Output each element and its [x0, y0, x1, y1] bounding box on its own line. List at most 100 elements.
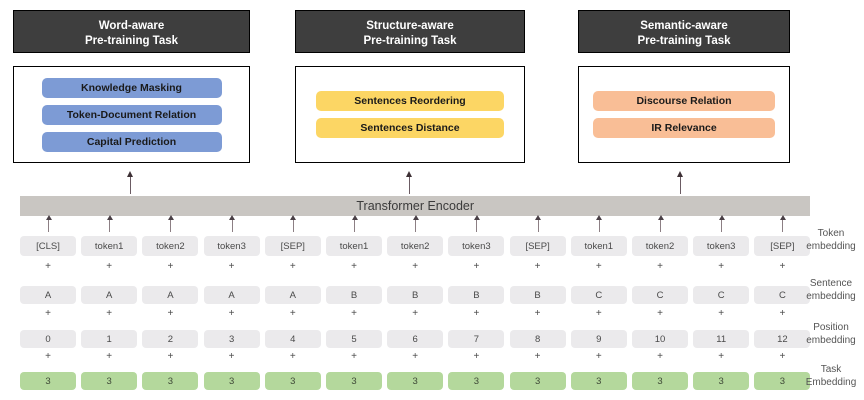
token-embedding-cell-3: token2	[142, 236, 199, 256]
token-to-encoder-arrow-12	[718, 215, 725, 232]
plus-sign-row2-col2: +	[106, 308, 113, 319]
token-embedding-cell-11: token2	[632, 236, 688, 256]
plus-sign-row2-col8: +	[473, 308, 480, 319]
task-embedding-cell-12: 3	[693, 372, 750, 390]
token-embedding-cell-9: [SEP]	[509, 236, 566, 256]
position-embedding-cell-9: 8	[509, 330, 566, 348]
task-embedding-cell-4: 3	[203, 372, 260, 390]
plus-sign-row1-col3: +	[167, 261, 174, 272]
plus-sign-row2-col13: +	[779, 308, 786, 319]
position-embedding-cell-7: 6	[387, 330, 444, 348]
sentence-embedding-label-line2: embedding	[806, 291, 856, 302]
token-embedding-cell-13: [SEP]	[754, 236, 811, 256]
position-embedding-cell-12: 11	[693, 330, 750, 348]
task-embedding-cell-8: 3	[448, 372, 505, 390]
plus-sign-row3-col3: +	[167, 351, 174, 362]
sentence-embedding-cell-6: B	[326, 286, 382, 304]
task-embedding-cell-1: 3	[20, 372, 76, 390]
plus-sign-row2-col6: +	[351, 308, 357, 319]
token-to-encoder-arrow-8	[473, 215, 480, 232]
plus-sign-row2-col11: +	[657, 308, 663, 319]
plus-sign-row2-col12: +	[718, 308, 725, 319]
position-embedding-cell-4: 3	[203, 330, 260, 348]
task-embedding-cell-2: 3	[81, 372, 138, 390]
task-embedding-cell-13: 3	[754, 372, 811, 390]
task-to-encoder-arrow-semantic-aware	[677, 171, 683, 194]
task-embedding-cell-7: 3	[387, 372, 444, 390]
sentence-embedding-cell-13: C	[754, 286, 811, 304]
plus-sign-row1-col8: +	[473, 261, 480, 272]
task-embedding-cell-9: 3	[509, 372, 566, 390]
task-title-line2: Pre-training Task	[84, 35, 179, 47]
plus-sign-row3-col5: +	[289, 351, 296, 362]
sentence-embedding-cell-10: C	[570, 286, 627, 304]
token-embedding-cell-4: token3	[203, 236, 260, 256]
task-item-word-aware-1[interactable]: Knowledge Masking	[41, 77, 222, 98]
plus-sign-row1-col2: +	[106, 261, 113, 272]
position-embedding-cell-2: 1	[81, 330, 138, 348]
task-item-word-aware-3[interactable]: Capital Prediction	[41, 131, 222, 152]
sentence-embedding-cell-5: A	[264, 286, 321, 304]
plus-sign-row1-col6: +	[351, 261, 357, 272]
task-item-structure-aware-2[interactable]: Sentences Distance	[316, 118, 504, 138]
token-to-encoder-arrow-9	[535, 215, 542, 232]
task-title-line1: Word-aware	[98, 20, 165, 32]
position-embedding-label-line1: Position	[813, 322, 849, 333]
task-embedding-cell-10: 3	[570, 372, 627, 390]
token-embedding-label-line2: embedding	[806, 241, 856, 252]
token-to-encoder-arrow-3	[167, 215, 174, 232]
transformer-encoder-label: Transformer Encoder	[356, 199, 475, 213]
plus-sign-row3-col13: +	[779, 351, 786, 362]
sentence-embedding-label: Sentence embedding	[794, 277, 864, 303]
plus-sign-row3-col8: +	[473, 351, 480, 362]
position-embedding-label-line2: embedding	[806, 335, 856, 346]
sentence-embedding-cell-7: B	[387, 286, 444, 304]
token-embedding-cell-7: token2	[387, 236, 444, 256]
sentence-embedding-cell-1: A	[20, 286, 76, 304]
sentence-embedding-cell-3: A	[142, 286, 199, 304]
plus-sign-row2-col10: +	[595, 308, 602, 319]
task-item-semantic-aware-2[interactable]: IR Relevance	[593, 118, 775, 138]
plus-sign-row3-col10: +	[595, 351, 602, 362]
task-body-semantic-aware: Discourse Relation IR Relevance	[578, 66, 790, 163]
token-to-encoder-arrow-13	[779, 215, 786, 232]
sentence-embedding-cell-2: A	[81, 286, 138, 304]
task-item-semantic-aware-1[interactable]: Discourse Relation	[593, 91, 775, 111]
task-embedding-cell-5: 3	[264, 372, 321, 390]
task-embedding-label-line1: Task	[820, 364, 842, 375]
task-to-encoder-arrow-structure-aware	[406, 171, 412, 194]
task-title-line1: Semantic-aware	[640, 20, 728, 32]
transformer-encoder-bar: Transformer Encoder	[20, 196, 811, 216]
task-title-line2: Pre-training Task	[637, 35, 731, 47]
task-item-structure-aware-1[interactable]: Sentences Reordering	[316, 91, 504, 111]
plus-sign-row2-col3: +	[167, 308, 174, 319]
plus-sign-row1-col10: +	[595, 261, 602, 272]
plus-sign-row1-col1: +	[45, 261, 51, 272]
task-to-encoder-arrow-word-aware	[127, 171, 133, 194]
position-embedding-cell-11: 10	[632, 330, 688, 348]
sentence-embedding-cell-12: C	[693, 286, 750, 304]
task-item-word-aware-2[interactable]: Token-Document Relation	[41, 104, 222, 125]
sentence-embedding-cell-4: A	[203, 286, 260, 304]
plus-sign-row2-col1: +	[45, 308, 51, 319]
sentence-embedding-cell-9: B	[509, 286, 566, 304]
token-embedding-cell-2: token1	[81, 236, 138, 256]
token-embedding-cell-8: token3	[448, 236, 505, 256]
sentence-embedding-label-line1: Sentence	[809, 278, 853, 289]
token-to-encoder-arrow-1	[45, 215, 52, 232]
task-embedding-cell-3: 3	[142, 372, 199, 390]
token-to-encoder-arrow-11	[657, 215, 664, 232]
plus-sign-row3-col2: +	[106, 351, 113, 362]
position-embedding-label: Position embedding	[794, 321, 864, 347]
token-embedding-cell-12: token3	[693, 236, 750, 256]
plus-sign-row1-col12: +	[718, 261, 725, 272]
position-embedding-cell-10: 9	[570, 330, 627, 348]
token-embedding-cell-10: token1	[570, 236, 627, 256]
task-embedding-cell-11: 3	[632, 372, 688, 390]
